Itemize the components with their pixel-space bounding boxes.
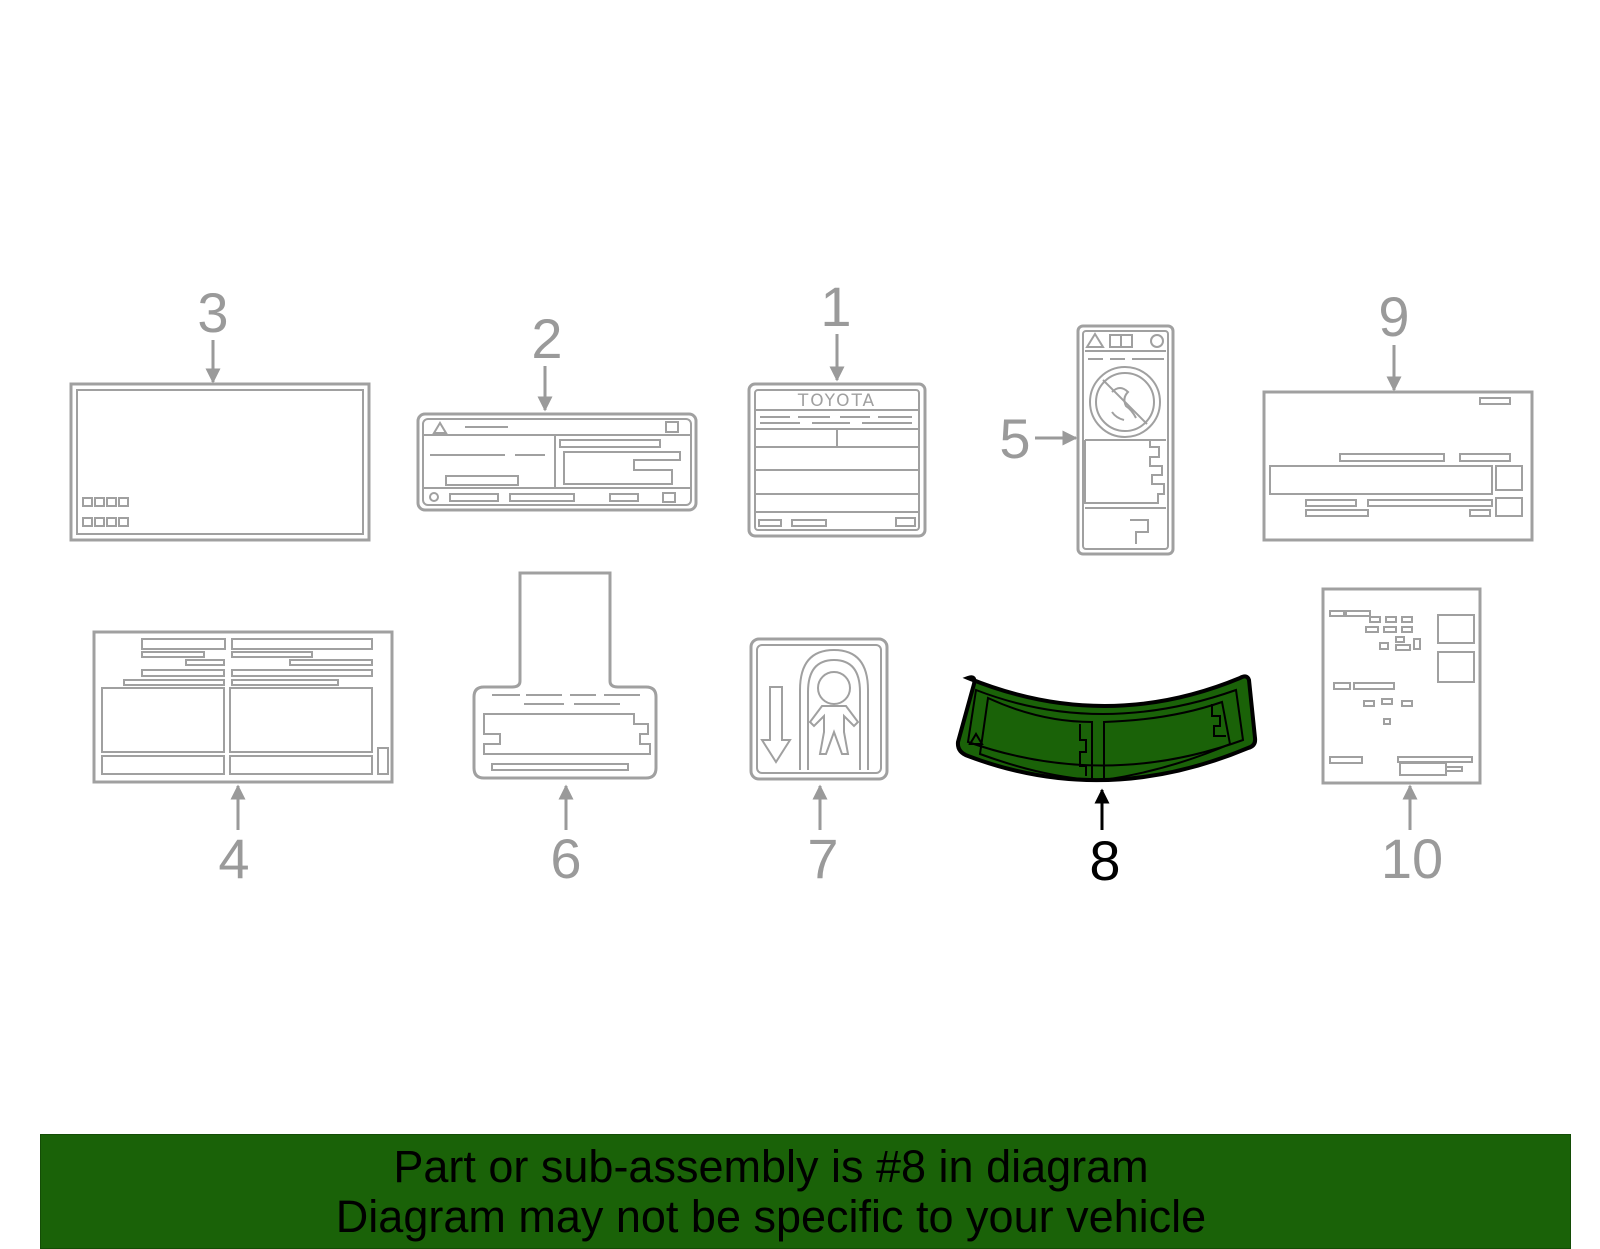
part-1-label[interactable]: TOYOTA xyxy=(747,382,927,538)
callout-number: 1 xyxy=(820,275,851,338)
callout-number: 4 xyxy=(218,827,249,890)
callout-3: 3 xyxy=(197,281,229,384)
part-9-label[interactable] xyxy=(1262,390,1534,542)
part-8-label-highlighted[interactable] xyxy=(955,674,1258,783)
callout-number: 6 xyxy=(550,827,581,890)
callout-number: 5 xyxy=(999,407,1030,470)
banner-disclaimer-line: Diagram may not be specific to your vehi… xyxy=(335,1191,1207,1242)
callout-4: 4 xyxy=(218,784,250,890)
part-4-label[interactable] xyxy=(92,630,394,784)
part-6-label[interactable] xyxy=(472,571,658,780)
callout-6: 6 xyxy=(550,784,582,890)
banner-part-line: Part or sub-assembly is #8 in diagram xyxy=(393,1141,1149,1192)
callout-number: 7 xyxy=(807,827,838,890)
part-10-label[interactable] xyxy=(1321,587,1482,785)
part-7-label[interactable] xyxy=(749,637,889,781)
callout-number: 3 xyxy=(197,281,228,344)
callout-9: 9 xyxy=(1378,285,1410,392)
callout-number: 10 xyxy=(1381,827,1443,890)
callout-8: 8 xyxy=(1089,788,1121,892)
callout-7: 7 xyxy=(807,784,839,890)
part-2-label[interactable] xyxy=(416,412,698,512)
callout-number-active: 8 xyxy=(1089,829,1120,892)
callout-10: 10 xyxy=(1381,784,1443,890)
callout-number: 9 xyxy=(1378,285,1409,348)
callout-2: 2 xyxy=(531,307,563,412)
callout-5: 5 xyxy=(999,407,1078,470)
callout-number: 2 xyxy=(531,307,562,370)
callout-1: 1 xyxy=(820,275,852,382)
info-banner: Part or sub-assembly is #8 in diagram Di… xyxy=(40,1134,1571,1249)
part-5-label[interactable] xyxy=(1076,324,1175,556)
toyota-logo-text: TOYOTA xyxy=(797,391,876,411)
part-3-label[interactable] xyxy=(69,382,371,542)
